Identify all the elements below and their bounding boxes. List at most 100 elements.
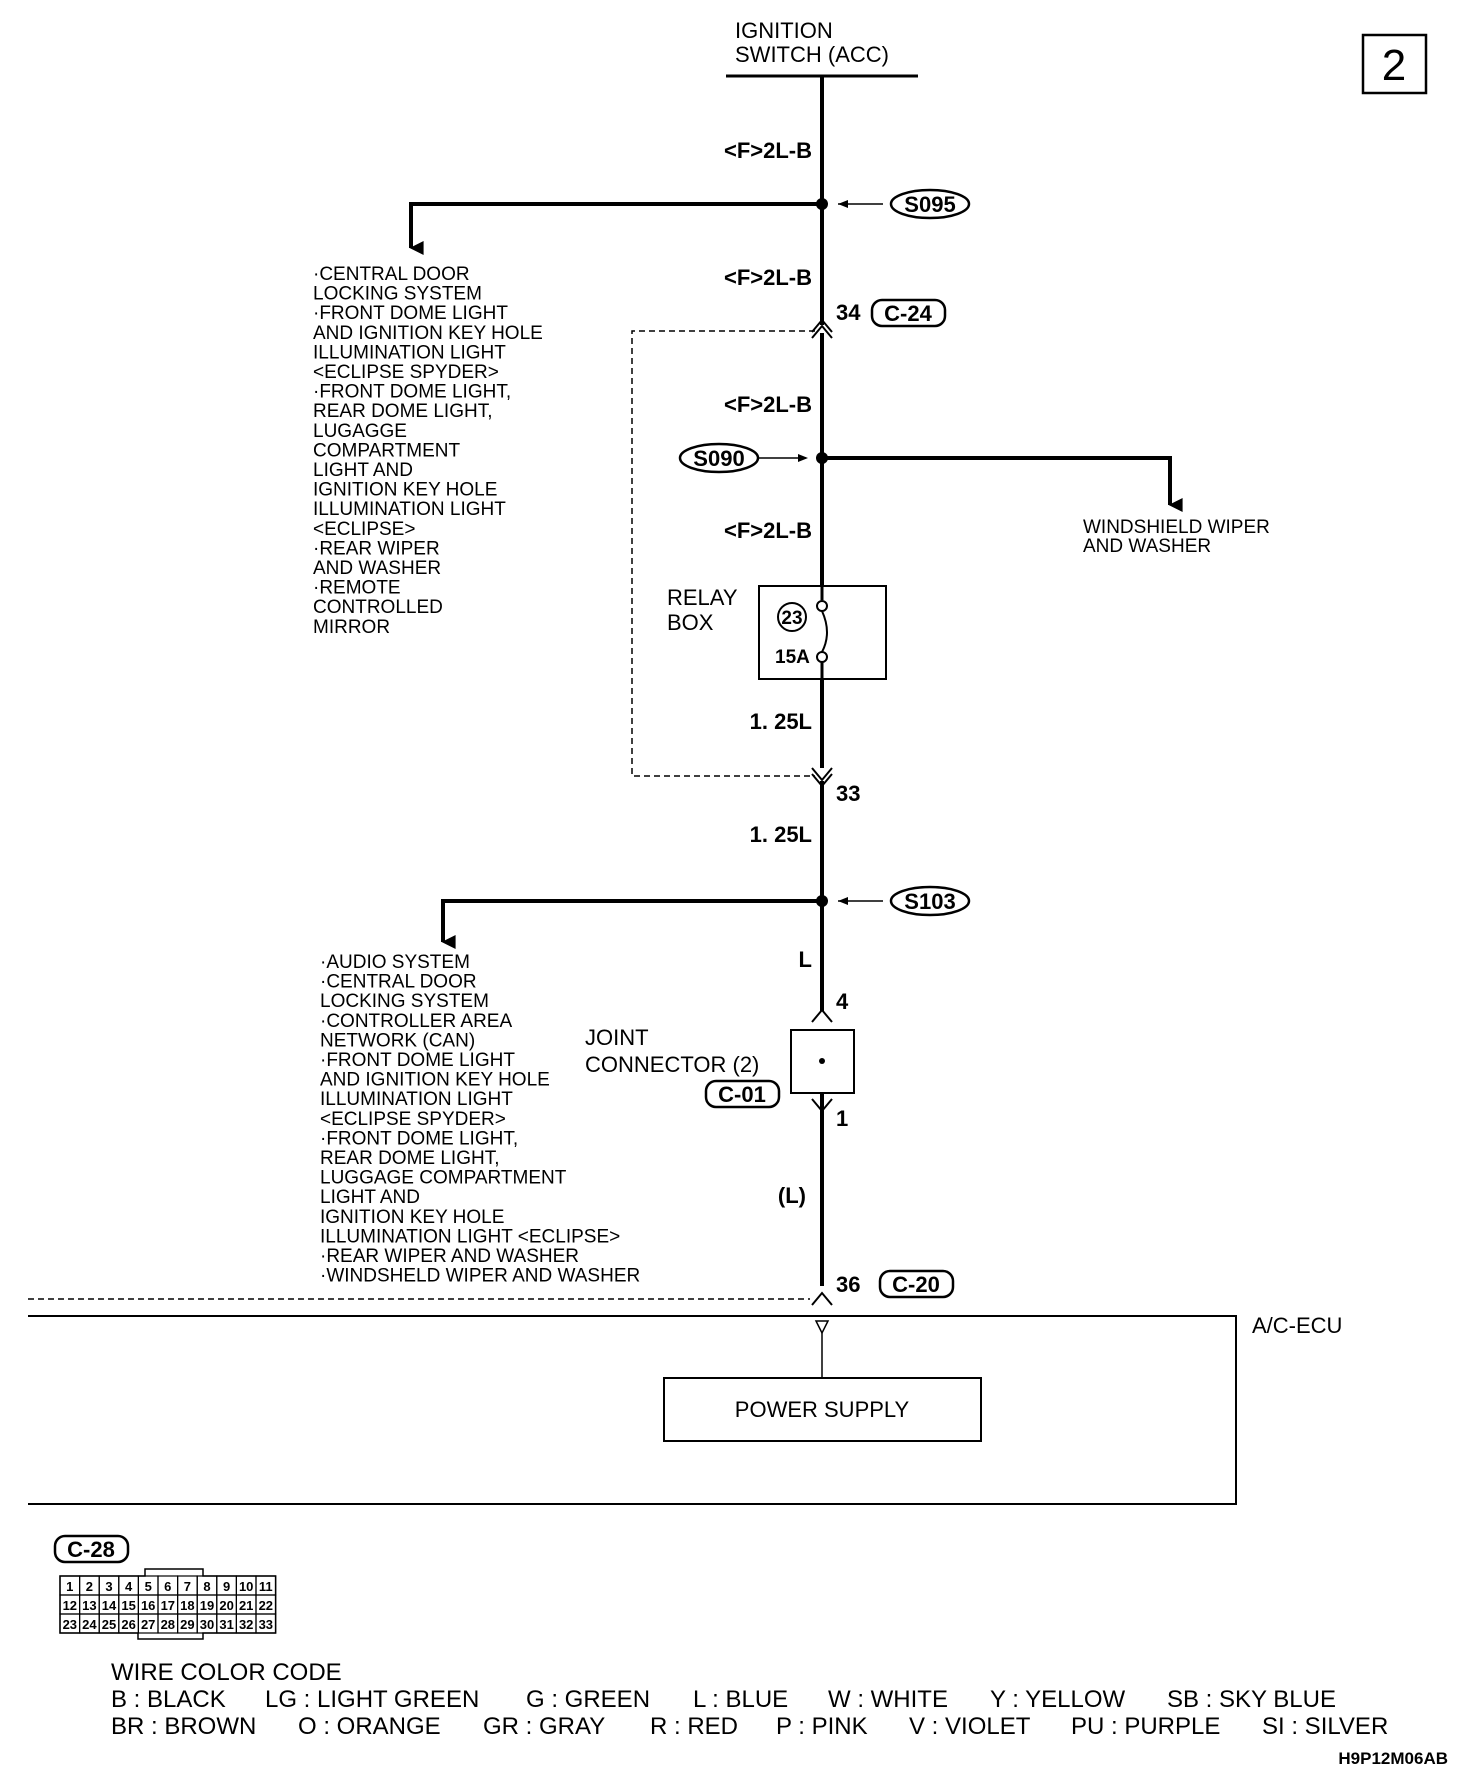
branch-s103-line: ILLUMINATION LIGHT <ECLIPSE>	[320, 1226, 620, 1247]
branch-s103-line: <ECLIPSE SPYDER>	[320, 1109, 506, 1130]
connector-pin-number: 26	[121, 1617, 135, 1632]
ac-ecu: A/C-ECU POWER SUPPLY	[28, 1313, 1342, 1505]
connector-pin-number: 25	[102, 1617, 116, 1632]
wire-color-entry: O : ORANGE	[298, 1713, 441, 1740]
connector-pin-number: 16	[141, 1598, 155, 1613]
connector-pin-number: 27	[141, 1617, 155, 1632]
joint-label-line1: JOINT	[585, 1025, 649, 1050]
branch-s095-line: MIRROR	[313, 617, 390, 638]
connector-pin-number: 13	[82, 1598, 96, 1613]
connector-pin-number: 18	[180, 1598, 194, 1613]
branch-s095-line: ·FRONT DOME LIGHT	[313, 303, 508, 324]
ecu-name: A/C-ECU	[1252, 1313, 1342, 1338]
joint-code: C-01	[718, 1082, 766, 1107]
branch-s103-line: ILLUMINATION LIGHT	[320, 1089, 513, 1110]
branch-s103-line: ·REAR WIPER AND WASHER	[320, 1246, 579, 1267]
branch-s103-line: LUGGAGE COMPARTMENT	[320, 1168, 567, 1189]
branch-s103-line: REAR DOME LIGHT,	[320, 1148, 499, 1169]
connector-pin-number: 10	[239, 1579, 253, 1594]
wire-label-2: <F>2L-B	[724, 265, 812, 290]
branch-s103-line: LOCKING SYSTEM	[320, 991, 489, 1012]
c24-dashed-outline	[631, 330, 815, 777]
wire-color-entry: SB : SKY BLUE	[1167, 1686, 1336, 1713]
connector-pin-number: 1	[66, 1579, 73, 1594]
wire-label-5: 1. 25L	[750, 709, 812, 734]
wire-color-code-line1: B : BLACK LG : LIGHT GREEN G : GREEN L : BL…	[111, 1686, 1336, 1713]
figure-code: H9P12M06AB	[1338, 1749, 1448, 1768]
fuse-rating: 15A	[775, 647, 810, 668]
branch-s095-line: LOCKING SYSTEM	[313, 284, 482, 305]
connector-pin-number: 9	[223, 1579, 230, 1594]
branch-s103-line: ·WINDSHELD WIPER AND WASHER	[320, 1266, 640, 1287]
wire-color-entry: LG : LIGHT GREEN	[265, 1686, 479, 1713]
wire-color-entry: P : PINK	[776, 1713, 868, 1740]
splice-s095: S095	[409, 188, 971, 255]
splice-s103: S103	[441, 885, 971, 949]
page-number-box: 2	[1361, 33, 1428, 95]
wire-color-entry: Y : YELLOW	[990, 1686, 1126, 1713]
branch-s103-line: NETWORK (CAN)	[320, 1030, 475, 1051]
splice-s090-label: S090	[693, 446, 744, 471]
wire-label-3: <F>2L-B	[724, 392, 812, 417]
connector-pin-number: 32	[239, 1617, 253, 1632]
connector-pin-cell	[255, 1613, 277, 1634]
branch-s095-line: ILLUMINATION LIGHT	[313, 499, 506, 520]
relay-box: RELAY BOX 23 15A	[667, 582, 887, 682]
splice-s103-label: S103	[904, 889, 955, 914]
branch-s103-line: ·FRONT DOME LIGHT,	[320, 1128, 518, 1149]
wire-color-entry: L : BLUE	[693, 1686, 788, 1713]
branch-s090-label: WINDSHIELD WIPER AND WASHER	[1083, 517, 1270, 557]
wire-color-entry: B : BLACK	[111, 1686, 226, 1713]
connector-pin-number: 8	[203, 1579, 210, 1594]
branch-s103-line: ·AUDIO SYSTEM	[320, 952, 470, 973]
connector-c24: 34 C-24	[811, 298, 947, 339]
connector-pin-number: 12	[63, 1598, 77, 1613]
branch-s095-line: <ECLIPSE>	[313, 519, 415, 540]
connector-pin-number: 2	[86, 1579, 93, 1594]
branch-s095-line: REAR DOME LIGHT,	[313, 401, 492, 422]
splice-s090: S090	[678, 442, 1183, 512]
connector-pin-number: 31	[219, 1617, 233, 1632]
splice-s095-label: S095	[904, 192, 955, 217]
relay-box-label-line1: RELAY	[667, 585, 738, 610]
branch-s103-line: ·FRONT DOME LIGHT	[320, 1050, 515, 1071]
connector-pin-number: 21	[239, 1598, 253, 1613]
branch-s103-line: ·CENTRAL DOOR	[320, 972, 477, 993]
wire-label-7: L	[799, 947, 812, 972]
ignition-switch: IGNITION SWITCH (ACC)	[726, 18, 918, 78]
wire-color-code-title: WIRE COLOR CODE	[111, 1659, 342, 1686]
connector-pin-number: 24	[82, 1617, 97, 1632]
branch-s095-line: LIGHT AND	[313, 460, 413, 481]
connector-pin-number: 4	[125, 1579, 133, 1594]
joint-connector: 4 1 JOINT CONNECTOR (2) C-01	[585, 989, 855, 1131]
wire-color-code: WIRE COLOR CODE B : BLACK LG : LIGHT GREE…	[111, 1659, 1388, 1740]
branch-s090-line-2: AND WASHER	[1083, 536, 1211, 557]
branch-s095-line: ·CENTRAL DOOR	[313, 264, 470, 285]
branch-s103-list: ·AUDIO SYSTEM·CENTRAL DOOR LOCKING SYSTE…	[320, 952, 640, 1287]
source-label-line2: SWITCH (ACC)	[735, 42, 889, 67]
c24-pin: 34	[836, 300, 861, 325]
connector-pin-number: 29	[180, 1617, 194, 1632]
wire-label-6: 1. 25L	[750, 822, 812, 847]
branch-s103-line: IGNITION KEY HOLE	[320, 1207, 504, 1228]
branch-s103-line: AND IGNITION KEY HOLE	[320, 1070, 550, 1091]
connector-pin-number: 20	[219, 1598, 233, 1613]
branch-s103-line: LIGHT AND	[320, 1187, 420, 1208]
connector-pin-number: 15	[121, 1598, 135, 1613]
branch-s103-line: ·CONTROLLER AREA	[320, 1011, 512, 1032]
connector-pin-number: 17	[161, 1598, 175, 1613]
branch-s095-line: ILLUMINATION LIGHT	[313, 342, 506, 363]
wire-color-entry: G : GREEN	[526, 1686, 650, 1713]
wire-color-entry: SI : SILVER	[1262, 1713, 1388, 1740]
wire-label-4: <F>2L-B	[724, 518, 812, 543]
connector-pin-number: 3	[105, 1579, 112, 1594]
branch-s095-line: COMPARTMENT	[313, 440, 460, 461]
connector-pin-number: 23	[63, 1617, 77, 1632]
c20-pin: 36	[836, 1272, 860, 1297]
joint-pin-in: 4	[836, 989, 849, 1014]
wire-color-entry: V : VIOLET	[909, 1713, 1031, 1740]
page-number: 2	[1382, 41, 1406, 90]
